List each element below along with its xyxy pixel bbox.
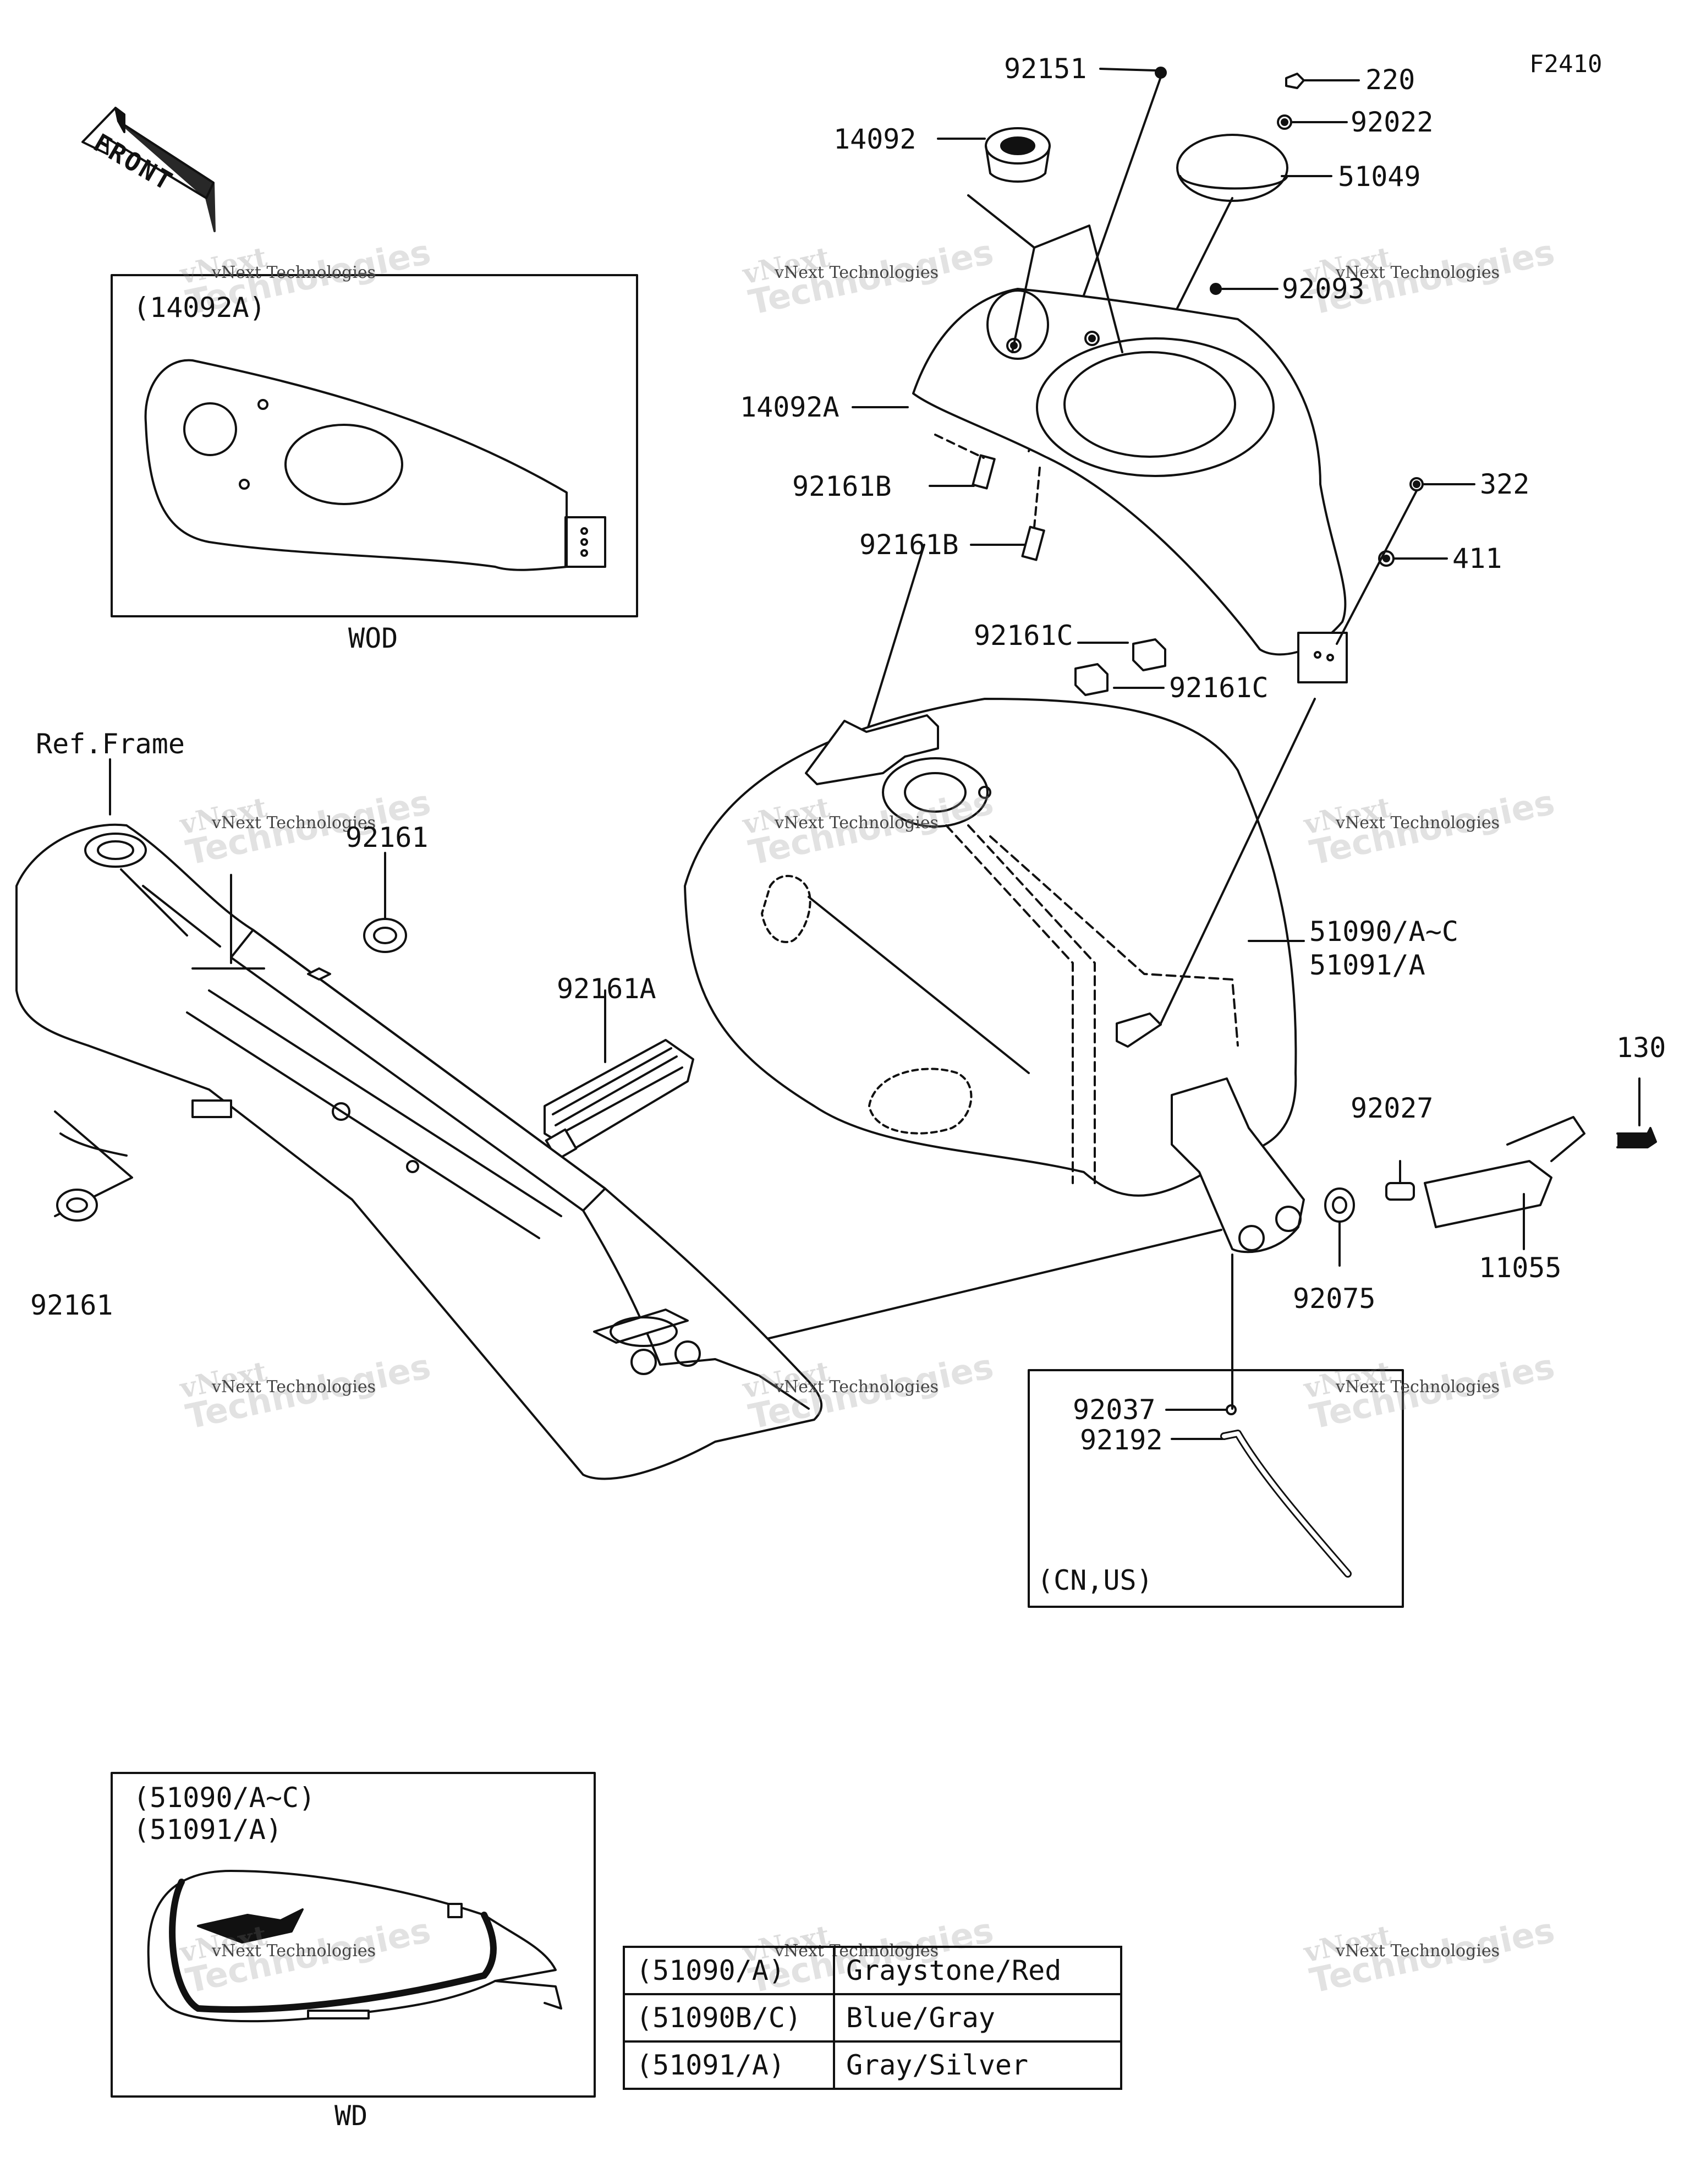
callout-14092: 14092 [833,123,917,155]
reference-frame-label: Ref.Frame [36,728,185,760]
callout-220: 220 [1365,64,1415,96]
callout-92161c-upper: 92161C [974,620,1073,652]
callout-11055: 11055 [1479,1252,1562,1284]
callout-92161c-lower: 92161C [1169,672,1269,704]
callout-92161-upper: 92161 [345,822,429,853]
color-name-cell: Gray/Silver [833,2040,1122,2090]
grommet-parts-92161 [56,852,407,1222]
figure-code: F2410 [1529,50,1603,78]
inset-breather-tube [1028,1254,1404,1608]
color-code-cell: (51091/A) [623,2040,835,2090]
table-row: (51091/A) Gray/Silver [623,2040,1122,2090]
callout-411: 411 [1452,543,1502,574]
fastener-parts-322-411 [1336,477,1475,645]
callout-14092a: 14092A [740,391,839,423]
callout-92161-lower: 92161 [30,1289,113,1321]
callout-92027: 92027 [1351,1092,1434,1124]
inset-tank-title-1: (51090/A~C) [133,1782,316,1814]
callout-92022: 92022 [1351,106,1434,138]
inset-tank-wd [111,1772,596,2098]
rubber-part-92161a [544,989,694,1161]
color-variant-table: (51090/A) Graystone/Red (51090B/C) Blue/… [623,1946,1122,2090]
color-name-cell: Blue/Gray [833,1993,1122,2043]
color-name-cell: Graystone/Red [833,1946,1122,1995]
callout-92161a: 92161A [557,973,656,1005]
pad-parts-92161b [857,434,1045,760]
callout-92161b-lower: 92161B [859,529,959,561]
inset-tank-title-2: (51091/A) [133,1814,282,1846]
console-cover-part [852,194,1348,683]
callout-130: 130 [1616,1032,1666,1064]
callout-92192: 92192 [1080,1424,1163,1456]
frame-part [15,758,822,1480]
bracket-parts-right [1324,1077,1657,1267]
inset-cover-title: (14092A) [133,292,266,324]
fuel-tank-part [681,698,1316,1360]
pad-parts-92161c [1074,638,1166,696]
callout-51091: 51091/A [1309,949,1425,981]
callout-92161b-upper: 92161B [792,470,892,502]
inset-breather-caption: (CN,US) [1037,1564,1153,1596]
color-code-cell: (51090/A) [623,1946,835,1995]
table-row: (51090B/C) Blue/Gray [623,1993,1122,2043]
callout-92037: 92037 [1073,1394,1156,1426]
table-row: (51090/A) Graystone/Red [623,1946,1122,1995]
callout-51049: 51049 [1338,161,1421,193]
fuel-cap-part [937,127,1051,183]
color-code-cell: (51090B/C) [623,1993,835,2043]
callout-92093: 92093 [1282,273,1365,305]
inset-cover-wod [111,274,638,617]
callout-51090: 51090/A~C [1309,916,1458,948]
front-arrow-icon [81,107,216,232]
inset-cover-caption: WOD [348,622,398,654]
callout-322: 322 [1480,468,1530,500]
callout-92075: 92075 [1293,1283,1376,1315]
inset-tank-caption: WD [334,2100,368,2132]
callout-92151: 92151 [1004,53,1087,85]
